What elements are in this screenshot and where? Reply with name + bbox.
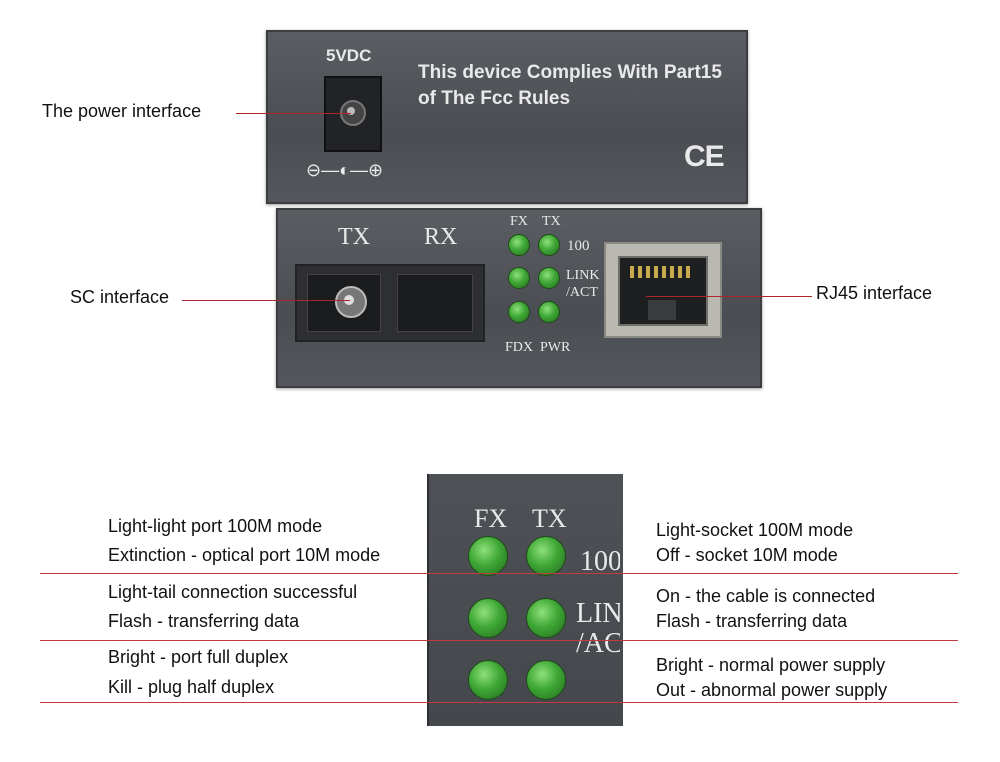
legend-link-fx-line1: Light-tail connection successful [108, 582, 358, 602]
tx-port-label: TX [338, 224, 370, 250]
zoom-label-link: LIN [576, 598, 620, 629]
zoom-label-act: /AC [576, 628, 620, 659]
legend-tx-line1: Light-socket 100M mode [656, 520, 854, 540]
zoom-label-fx: FX [474, 504, 508, 533]
rj45-port[interactable] [604, 242, 722, 338]
fcc-compliance-line1: This device Complies With Part15 [418, 62, 722, 83]
polarity-symbol: ⊖—◐—⊕ [306, 160, 384, 180]
device-top-panel: 5VDC ⊖—◐—⊕ This device Complies With Par… [266, 30, 748, 204]
sc-interface-callout: SC interface [70, 287, 170, 307]
rx-port-label: RX [424, 224, 458, 250]
power-interface-callout: The power interface [42, 101, 202, 121]
power-jack[interactable] [324, 76, 382, 152]
led-pwr [538, 301, 560, 323]
led-label-tx: TX [542, 214, 561, 229]
led-fx-link [508, 267, 530, 289]
legend-link-tx-line2: Flash - transferring data [656, 611, 848, 631]
fcc-compliance-line2: of The Fcc Rules [418, 88, 571, 109]
legend-link-fx-line2: Flash - transferring data [108, 611, 300, 631]
rj45-interface-callout: RJ45 interface [816, 283, 933, 303]
divider-line-1 [40, 573, 958, 574]
led-tx-100 [538, 234, 560, 256]
zoom-led-fx [468, 536, 508, 576]
sc-fiber-port[interactable] [295, 264, 485, 342]
led-label-pwr: PWR [540, 340, 571, 355]
legend-fdx-line2: Kill - plug half duplex [108, 677, 275, 697]
power-voltage-label: 5VDC [326, 46, 372, 65]
zoom-label-100: 100 [580, 546, 620, 577]
rj45-leader-line [646, 296, 812, 297]
ce-mark: CE [684, 140, 725, 173]
legend-fdx-line1: Bright - port full duplex [108, 647, 289, 667]
sc-leader-line [182, 300, 350, 301]
legend-fx-line2: Extinction - optical port 10M mode [108, 545, 381, 565]
zoom-led-pwr [526, 660, 566, 700]
led-label-act: /ACT [566, 285, 598, 300]
zoom-led-tx [526, 536, 566, 576]
zoom-label-tx: TX [532, 504, 567, 533]
power-leader-line [236, 113, 351, 114]
divider-line-2 [40, 640, 958, 641]
led-label-fdx: FDX [505, 340, 534, 355]
led-label-fx: FX [510, 214, 528, 229]
legend-pwr-line1: Bright - normal power supply [656, 655, 886, 675]
legend-fx-line1: Light-light port 100M mode [108, 516, 323, 536]
led-tx-link [538, 267, 560, 289]
led-zoom-panel [427, 474, 623, 726]
zoom-led-link-tx [526, 598, 566, 638]
led-label-link: LINK [566, 268, 600, 283]
legend-tx-line2: Off - socket 10M mode [656, 545, 838, 565]
zoom-led-fdx [468, 660, 508, 700]
led-label-100: 100 [567, 238, 590, 254]
led-fdx [508, 301, 530, 323]
zoom-led-link-fx [468, 598, 508, 638]
legend-link-tx-line1: On - the cable is connected [656, 586, 876, 606]
legend-pwr-line2: Out - abnormal power supply [656, 680, 888, 700]
divider-line-3 [40, 702, 958, 703]
led-fx-100 [508, 234, 530, 256]
